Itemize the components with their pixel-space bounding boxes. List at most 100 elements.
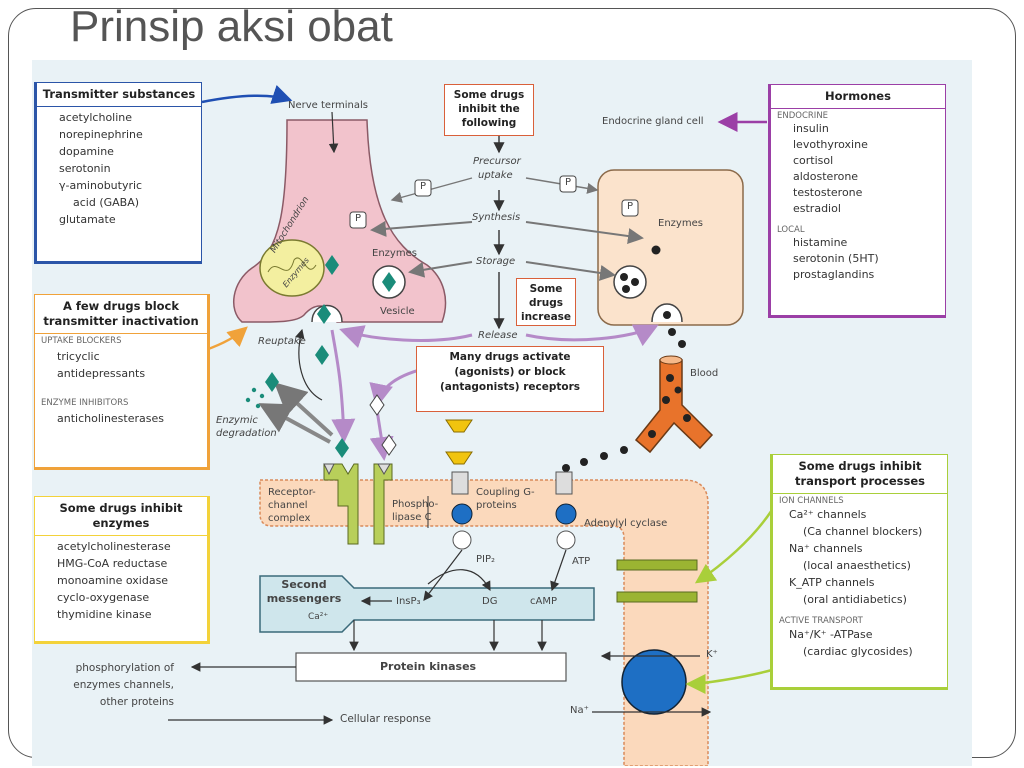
precursor-label: Precursor	[473, 156, 521, 167]
list-item: cyclo-oxygenase	[57, 591, 150, 604]
active-transport-list: Na⁺/K⁺ -ATPase (cardiac glycosides)	[773, 626, 947, 662]
slide-title: Prinsip aksi obat	[70, 2, 393, 51]
list-item: antidepressants	[57, 367, 146, 380]
list-item: thymidine kinase	[57, 608, 152, 621]
uptake-blockers-list: tricyclic antidepressants	[35, 346, 207, 384]
list-item: cortisol	[793, 154, 834, 167]
list-item: acid (GABA)	[73, 196, 140, 209]
list-item: serotonin (5HT)	[793, 252, 879, 265]
phosphorylation-label: phosphorylation of enzymes channels, oth…	[73, 662, 174, 708]
list-item: acetylcholine	[59, 111, 133, 124]
nerve-terminal	[233, 119, 447, 323]
p-marker-text-4: P	[627, 201, 634, 212]
pip2-label: PIP₂	[476, 554, 496, 565]
list-item: aldosterone	[793, 170, 859, 183]
ion-channels-list: Ca²⁺ channels (Ca channel blockers) Na⁺ …	[773, 506, 947, 610]
transport-processes-box: Some drugs inhibit transport processes I…	[770, 454, 948, 690]
p-marker-text-1: P	[420, 181, 427, 192]
enzyme-inhibitors-heading: ENZYME INHIBITORS	[41, 398, 129, 408]
list-item: histamine	[793, 236, 848, 249]
transmitter-list: acetylcholine norepinephrine dopamine se…	[37, 107, 201, 230]
endocrine-heading: ENDOCRINE	[777, 111, 829, 121]
reuptake-label: Reuptake	[258, 336, 306, 347]
hormones-box-title: Hormones	[771, 85, 945, 109]
synthesis-label: Synthesis	[472, 212, 521, 223]
gland-cell	[597, 169, 744, 326]
receptor-channel-right	[373, 463, 393, 545]
list-item: levothyroxine	[793, 138, 868, 151]
inactivation-box-title: A few drugs block transmitter inactivati…	[35, 295, 207, 334]
coupling-gproteins-label: Coupling G-proteins	[476, 487, 535, 511]
calcium-label: Ca²⁺	[308, 612, 329, 622]
diagram-drawing	[143, 84, 774, 766]
list-item: glutamate	[59, 213, 116, 226]
enzymic-degradation-label: Enzymic degradation	[216, 415, 277, 439]
uptake-label: uptake	[478, 170, 513, 181]
list-item: testosterone	[793, 186, 863, 199]
list-item: tricyclic	[57, 350, 100, 363]
p-marker-text-2: P	[355, 213, 362, 224]
transmitter-substances-box: Transmitter substances acetylcholine nor…	[34, 82, 202, 264]
receptor-channel-left	[323, 463, 359, 545]
atpase-pump	[621, 649, 687, 715]
list-item: prostaglandins	[793, 268, 875, 281]
increase-callout: Some drugs increase	[516, 278, 576, 326]
list-item: monoamine oxidase	[57, 574, 169, 587]
list-item: dopamine	[59, 145, 114, 158]
gland-vesicle	[613, 265, 647, 299]
cellular-response-label: Cellular response	[340, 713, 431, 725]
receptors-callout: Many drugs activate (agonists) or block …	[416, 346, 604, 412]
enzymes-list: acetylcholinesterase HMG-CoA reductase m…	[35, 536, 207, 625]
mitochondrion	[259, 239, 325, 297]
storage-label: Storage	[476, 256, 516, 267]
uptake-blockers-heading: UPTAKE BLOCKERS	[41, 336, 122, 346]
inhibit-callout: Some drugs inhibit the following	[444, 84, 534, 136]
list-item: serotonin	[59, 162, 111, 175]
drug-action-diagram: P P P P Transmitter substances acetylcho…	[32, 60, 972, 766]
receptor-channel-label: Receptor-channel complex	[268, 487, 316, 524]
list-item: γ-aminobutyric	[59, 179, 143, 192]
list-item: HMG-CoA reductase	[57, 557, 168, 570]
blood-vessel	[634, 359, 714, 454]
transmitter-inactivation-box: A few drugs block transmitter inactivati…	[34, 294, 210, 470]
vesicle-label: Vesicle	[380, 306, 415, 317]
nerve-enzymes-label: Enzymes	[372, 248, 417, 259]
gprotein-left	[451, 503, 473, 525]
gland-enzymes-label: Enzymes	[658, 218, 703, 229]
list-item: anticholinesterases	[57, 412, 164, 425]
sodium-label: Na⁺	[570, 705, 589, 716]
list-item: (Ca channel blockers)	[803, 525, 923, 538]
dg-label: DG	[482, 596, 498, 607]
list-item: (local anaesthetics)	[803, 559, 911, 572]
atp-label: ATP	[572, 556, 591, 567]
endocrine-list: insulin levothyroxine cortisol aldostero…	[771, 121, 945, 219]
second-messengers-label: Second messengers	[266, 578, 342, 605]
second-messengers-panel	[259, 575, 595, 633]
phospholipase-label: Phospho-lipase C	[392, 499, 439, 523]
active-transport-heading: ACTIVE TRANSPORT	[779, 616, 863, 626]
list-item: norepinephrine	[59, 128, 143, 141]
p-marker-2	[349, 211, 367, 229]
p-marker-3	[559, 175, 577, 193]
list-item: Ca²⁺ channels	[789, 508, 867, 521]
p-marker-1	[414, 179, 432, 197]
gprotein-right	[555, 503, 577, 525]
nerve-terminals-label: Nerve terminals	[288, 100, 368, 111]
list-item: insulin	[793, 122, 829, 135]
local-list: histamine serotonin (5HT) prostaglandins	[771, 235, 945, 285]
list-item: Na⁺ channels	[789, 542, 863, 555]
adenylyl-cyclase-label: Adenylyl cyclase	[584, 518, 668, 529]
enzyme-inhibitors-box: Some drugs inhibit enzymes acetylcholine…	[34, 496, 210, 644]
p-marker-4	[621, 199, 639, 217]
list-item: Na⁺/K⁺ -ATPase	[789, 628, 873, 641]
release-label: Release	[478, 330, 518, 341]
insp3-label: InsP₃	[396, 596, 421, 607]
list-item: (oral antidiabetics)	[803, 593, 907, 606]
transport-box-title: Some drugs inhibit transport processes	[773, 455, 947, 494]
list-item: (cardiac glycosides)	[803, 645, 913, 658]
enzymes-box-title: Some drugs inhibit enzymes	[35, 497, 207, 536]
enzyme-inhibitors-list: anticholinesterases	[35, 408, 207, 429]
potassium-label: K⁺	[706, 649, 718, 660]
list-item: estradiol	[793, 202, 841, 215]
list-item: K_ATP channels	[789, 576, 875, 589]
